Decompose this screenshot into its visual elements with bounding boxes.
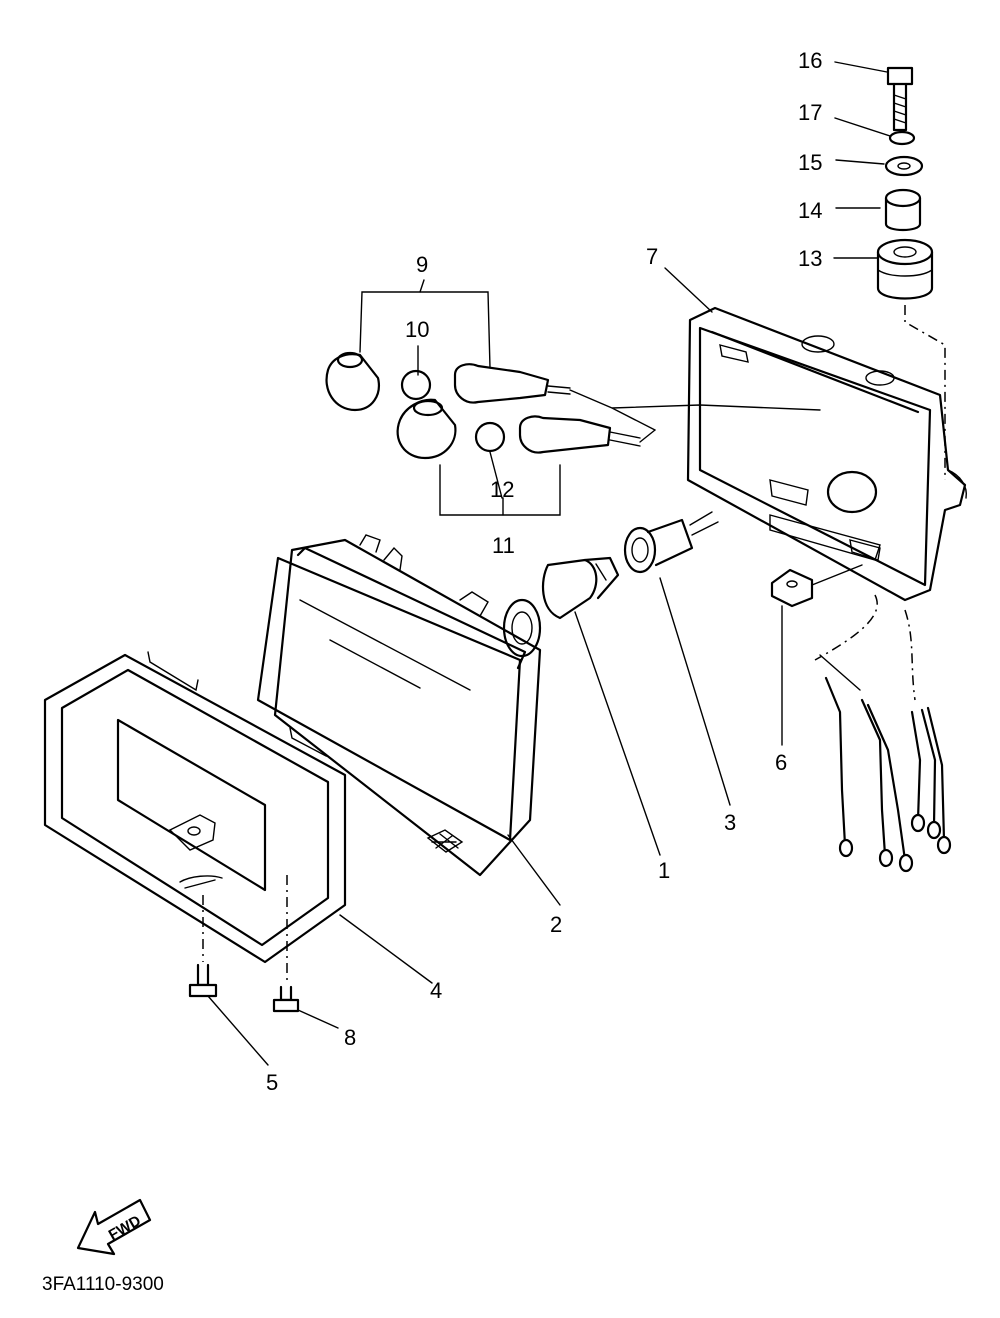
turn-signal-socket-upper bbox=[325, 351, 571, 412]
callout-2: 2 bbox=[550, 912, 562, 937]
mounting-hardware-stack bbox=[876, 66, 934, 300]
leader-lines bbox=[207, 61, 891, 1066]
screw-5 bbox=[188, 963, 218, 998]
wire-lead-upper bbox=[569, 389, 821, 431]
screw-8 bbox=[272, 985, 300, 1013]
headlight-case bbox=[686, 306, 967, 602]
headlight-rim bbox=[43, 651, 347, 964]
drawing-code: 3FA1110-9300 bbox=[42, 1274, 164, 1295]
callout-1: 1 bbox=[658, 858, 670, 883]
callout-3: 3 bbox=[724, 810, 736, 835]
callout-10: 10 bbox=[405, 317, 429, 342]
harness-path-right bbox=[904, 609, 916, 701]
bracket-11 bbox=[439, 464, 561, 516]
harness-path-left bbox=[814, 594, 878, 661]
headlight-bulb bbox=[542, 556, 620, 620]
callout-16: 16 bbox=[798, 48, 822, 73]
callout-12: 12 bbox=[490, 477, 514, 502]
callout-5: 5 bbox=[266, 1070, 278, 1095]
callout-4: 4 bbox=[430, 978, 442, 1003]
bracket-9 bbox=[359, 291, 491, 369]
forward-direction-arrow: FWD bbox=[76, 1198, 152, 1256]
callout-8: 8 bbox=[344, 1025, 356, 1050]
callout-15: 15 bbox=[798, 150, 822, 175]
callout-7: 7 bbox=[646, 244, 658, 269]
turn-signal-socket-lower bbox=[396, 398, 641, 460]
clip-nut-guide bbox=[811, 564, 863, 586]
callout-13: 13 bbox=[798, 246, 822, 271]
wire-lead-lower bbox=[639, 429, 656, 443]
wire-harness bbox=[819, 654, 952, 873]
callout-11: 11 bbox=[492, 533, 515, 558]
callout-14: 14 bbox=[798, 198, 822, 223]
callout-9: 9 bbox=[416, 252, 428, 277]
callout-16-17-17: 17 bbox=[798, 100, 822, 125]
callout-6: 6 bbox=[775, 750, 787, 775]
clip-nut bbox=[770, 568, 814, 608]
bulb-socket bbox=[623, 511, 719, 574]
mount-axis bbox=[904, 305, 946, 480]
headlight-unit bbox=[256, 534, 542, 877]
